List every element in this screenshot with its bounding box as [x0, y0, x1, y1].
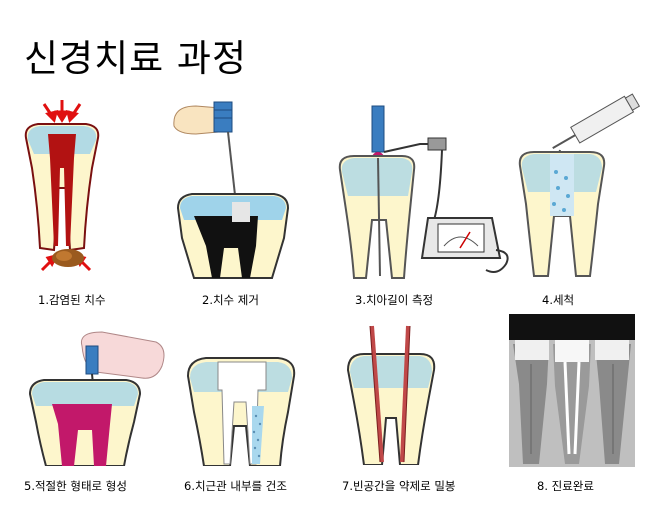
step-caption: 8. 진료완료	[537, 479, 594, 493]
step-caption: 6.치근관 내부를 건조	[184, 479, 287, 493]
page-title: 신경치료 과정	[24, 37, 248, 80]
step-caption: 5.적절한 형태로 형성	[24, 479, 127, 493]
step-5-shaping-illustration	[22, 326, 170, 467]
step-caption: 4.세척	[542, 293, 575, 307]
step-7-seal-canals-illustration	[342, 320, 442, 466]
step-8-completed-xray-illustration	[509, 314, 635, 467]
step-1-infected-pulp-illustration	[12, 98, 112, 278]
step-6-dry-canals-illustration	[182, 346, 302, 467]
step-caption: 2.치수 제거	[202, 293, 259, 307]
step-caption: 1.감염된 치수	[38, 293, 106, 307]
step-caption: 3.치아길이 측정	[355, 293, 434, 307]
step-caption: 7.빈공간을 약제로 밀봉	[342, 479, 456, 493]
step-4-irrigation-illustration	[510, 92, 645, 284]
step-2-remove-pulp-illustration	[168, 98, 298, 283]
step-3-measure-length-illustration	[330, 100, 520, 285]
